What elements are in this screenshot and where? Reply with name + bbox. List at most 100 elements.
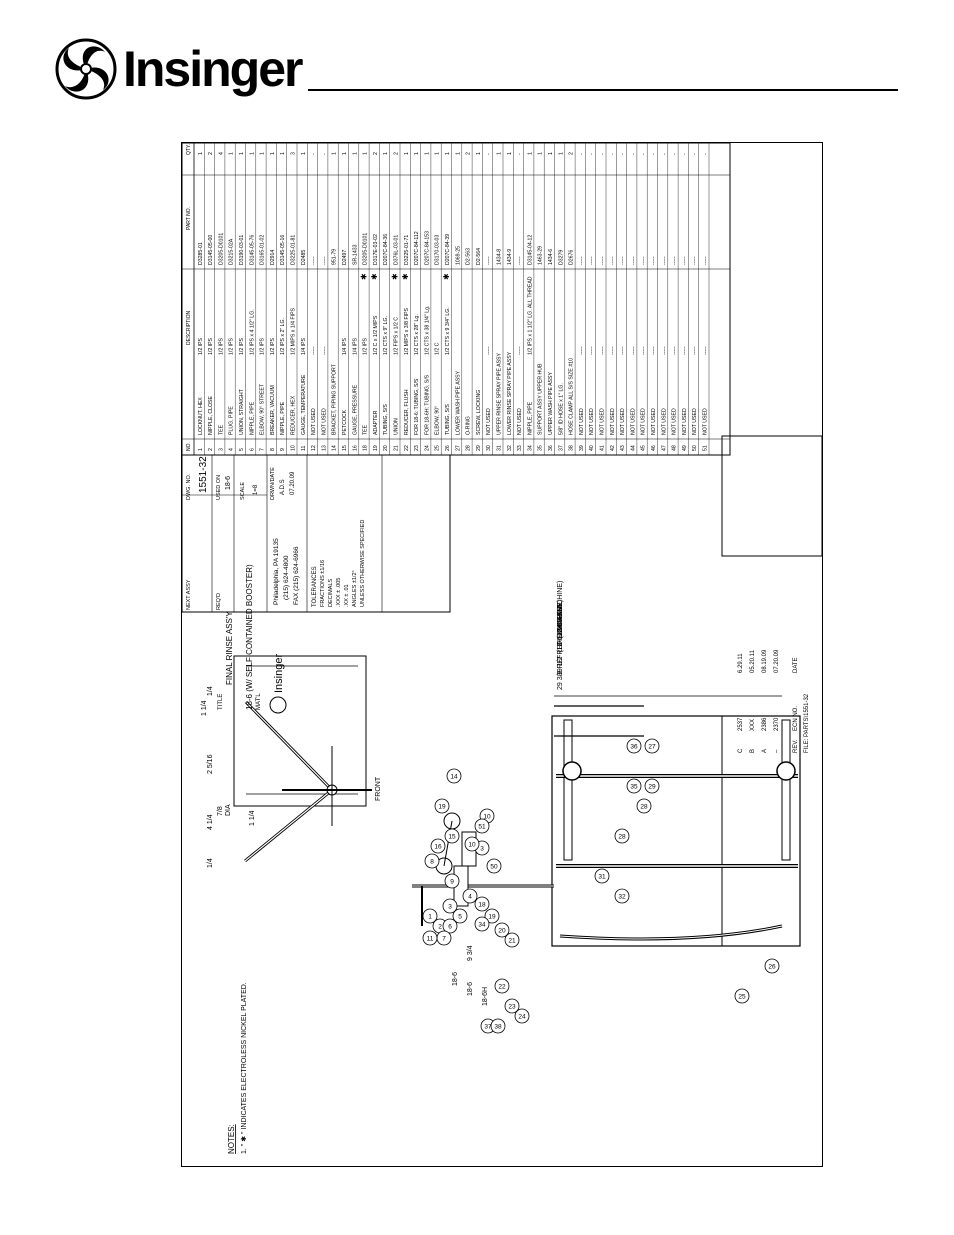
part-name-cell: TUBING, S/S	[445, 404, 451, 435]
svg-text:25: 25	[738, 994, 746, 1001]
part-name-cell: LOWER RINSE SPRAY PIPE ASSY	[507, 351, 513, 435]
parts-header-cell: NO.	[186, 442, 192, 451]
part-number-cell: 1069-25	[455, 246, 461, 265]
part-number-cell: 1463-29	[538, 246, 544, 265]
main-assembly	[412, 705, 801, 947]
part-name-cell: GAUGE, PRESSURE	[352, 384, 358, 435]
notes-heading: NOTES:	[227, 1124, 236, 1154]
part-name-cell: NOT USED	[641, 408, 647, 435]
part-number-cell: -----	[682, 256, 688, 265]
callout-balloon: 32	[614, 888, 630, 904]
part-size-cell: -----	[672, 346, 678, 355]
part-no-cell: 19	[373, 445, 379, 451]
part-name-cell: NIPPLE, CLOSE	[208, 396, 214, 435]
part-number-cell: D3190-03-01	[239, 235, 245, 265]
part-qty-cell: 2	[373, 152, 379, 155]
part-number-cell: D3145-05-00	[208, 235, 214, 265]
part-number-cell: -----	[651, 256, 657, 265]
part-no-cell: 43	[620, 445, 626, 451]
part-no-cell: 47	[661, 445, 667, 451]
part-number-cell: -----	[703, 256, 709, 265]
svg-text:10: 10	[483, 814, 491, 821]
part-name-cell: REDUCER, HEX	[291, 395, 297, 435]
callout-balloon: 50	[486, 858, 502, 874]
revision-cell: –	[774, 749, 780, 753]
part-no-cell: 37	[558, 445, 564, 451]
callout-balloon: 25	[734, 988, 750, 1004]
title-block-text: .XXX ± .005	[336, 578, 342, 607]
title-block-text: ANGLES ±1/2°	[352, 570, 358, 607]
part-name-cell: SCREW, LOCKING	[476, 390, 482, 435]
part-no-cell: 4	[229, 448, 235, 451]
part-name-cell: GAUGE, TEMPERATURE	[301, 374, 307, 435]
part-number-cell: -----	[486, 256, 492, 265]
title-block-text: (215) 624-4800	[283, 555, 290, 600]
part-no-cell: 42	[610, 445, 616, 451]
part-qty-cell: 2	[569, 152, 575, 155]
part-qty-cell: 1	[270, 152, 276, 155]
part-qty-cell: 1	[455, 152, 461, 155]
part-number-cell: -----	[589, 256, 595, 265]
part-name-cell: UNION, STRAIGHT	[239, 388, 245, 435]
part-size-cell: 1/2 C x 1/2 MIPS	[373, 315, 379, 355]
svg-text:21: 21	[508, 938, 516, 945]
title-block-text: 1=8	[253, 484, 259, 495]
part-size-cell: 1/2 IPS	[239, 337, 245, 355]
part-no-cell: 44	[630, 445, 636, 451]
title-block-text: NEXT ASSY	[186, 579, 192, 610]
part-qty-cell: 1	[352, 152, 358, 155]
insinger-logo-small: Insinger	[269, 654, 287, 714]
part-no-cell: 10	[291, 445, 297, 451]
part-no-cell: 20	[383, 445, 389, 451]
title-block-text: .XX ± .01	[344, 584, 350, 607]
part-number-cell: D376L-03-01	[394, 235, 400, 265]
part-qty-cell: 1	[424, 152, 430, 155]
lbl-186-b: 18-6	[467, 982, 474, 996]
part-size-cell: -----	[641, 346, 647, 355]
part-name-cell: UPPER WASH PIPE ASSY	[548, 372, 554, 435]
part-name-cell: NOT USED	[620, 408, 626, 435]
part-name-cell: REDUCER, FLUSH	[404, 389, 410, 435]
svg-text:19: 19	[488, 914, 496, 921]
part-size-cell: -----	[661, 346, 667, 355]
note-1: 1. " ✱ " INDICATES ELECTROLESS NICKEL PL…	[240, 982, 248, 1154]
part-qty-cell: 1	[507, 152, 513, 155]
callout-balloon: 9	[444, 873, 460, 889]
title-block-text: UNLESS OTHERWISE SPECIFIED	[360, 520, 366, 607]
part-size-cell: -----	[600, 346, 606, 355]
part-number-cell: -----	[630, 256, 636, 265]
part-no-cell: 1	[198, 448, 204, 451]
part-size-cell: 1/2 CTS x 9 3/4" LG.	[445, 307, 451, 355]
revision-cell: B	[750, 749, 756, 753]
part-size-cell: -----	[321, 346, 327, 355]
part-qty-cell: 1	[301, 152, 307, 155]
part-no-cell: 12	[311, 445, 317, 451]
title-block-text: TITLE	[218, 694, 224, 710]
part-name-cell: HOSE CLAMP ALL S/S SIZE #10	[569, 358, 575, 435]
part-size-cell: 1/2 IPS x 4 1/2" LG.	[249, 309, 255, 355]
part-size-cell: 1/2 IPS x 1 1/2" LG. ALL THREAD	[527, 276, 533, 355]
part-name-cell: UNION	[394, 418, 400, 435]
title-block-text: 1551-32	[198, 456, 209, 493]
svg-text:34: 34	[478, 922, 486, 929]
brand-name: Insinger	[123, 41, 303, 97]
part-qty-cell: -	[620, 153, 626, 155]
svg-text:15: 15	[448, 834, 456, 841]
svg-text:8: 8	[430, 859, 434, 866]
part-size-cell: 1/4 IPS	[352, 337, 358, 355]
callout-balloon: 24	[514, 1008, 530, 1024]
svg-text:51: 51	[478, 824, 486, 831]
dim-2-516: 2 5/16	[207, 754, 214, 774]
lbl-186h: 18-6H	[482, 987, 489, 1006]
part-no-cell: 49	[682, 445, 688, 451]
part-no-cell: 6	[249, 448, 255, 451]
part-number-cell: D2-563	[466, 248, 472, 265]
part-qty-cell: 1	[538, 152, 544, 155]
part-size-cell: 1/2 IPS	[229, 337, 235, 355]
discharge-label: DISCHARGE	[557, 604, 564, 646]
revision-table: C25376.29.11BXXX05.20.11A238608.19.09–23…	[738, 649, 810, 753]
part-size-cell: -----	[630, 346, 636, 355]
part-no-cell: 18	[363, 445, 369, 451]
svg-text:24: 24	[518, 1014, 526, 1021]
